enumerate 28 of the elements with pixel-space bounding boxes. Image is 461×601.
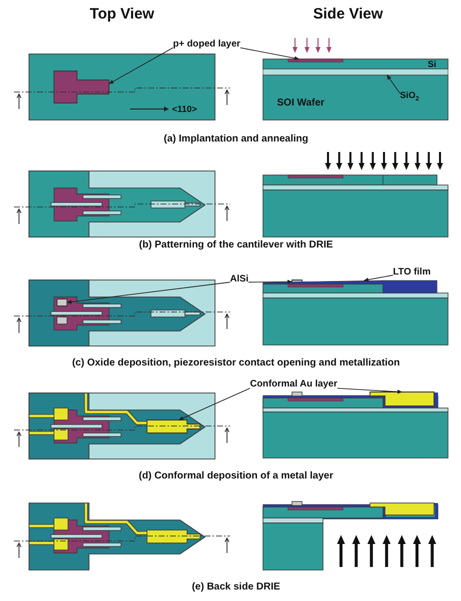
step-caption: (d) Conformal deposition of a metal layer: [138, 470, 334, 482]
step-caption: (b) Patterning of the cantilever with DRIE: [139, 239, 333, 251]
leader-line: [386, 74, 400, 94]
callout-label: p+ doped layer: [173, 40, 240, 50]
oxide-film: [262, 280, 438, 294]
step-caption: (e) Back side DRIE: [192, 581, 280, 593]
callout-label: SiO$_{2}$: [400, 90, 420, 100]
leader-line: [336, 388, 402, 394]
view-heading: Top View: [90, 5, 154, 23]
step-caption: (c) Oxide deposition, piezoresistor contact opening and metallization: [72, 357, 400, 369]
layer-label: Si: [428, 58, 436, 70]
leader-line: [364, 274, 394, 282]
doped-region: [54, 70, 110, 104]
leader-line: [178, 388, 250, 420]
leader-line: [108, 47, 174, 84]
direction-label: <110>: [172, 104, 198, 114]
callout-label: Conformal Au layer: [250, 380, 338, 390]
step-caption: (a) Implantation and annealing: [164, 133, 308, 145]
callout-label: AlSi: [230, 274, 248, 286]
leader-line: [248, 280, 292, 284]
doped-layer: [288, 58, 344, 62]
view-heading: Side View: [313, 5, 383, 23]
leader-line: [66, 282, 230, 304]
oxide-layer: [262, 68, 448, 76]
contact-pad: [56, 298, 68, 306]
leader-line: [240, 47, 300, 60]
layer-label: SOI Wafer: [277, 97, 324, 109]
callout-label: LTO film: [393, 268, 431, 278]
